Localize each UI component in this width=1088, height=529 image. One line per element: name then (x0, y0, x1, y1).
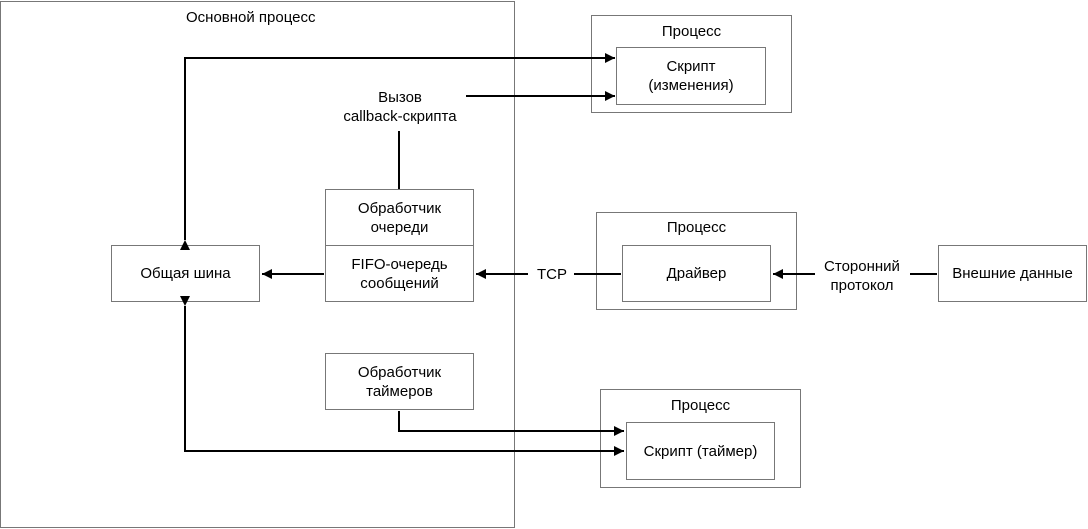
script-changes-line2: (изменения) (648, 77, 734, 94)
tcp-label: TCP (537, 266, 567, 283)
third-party-line1: Сторонний (824, 258, 900, 275)
script-timer-label: Скрипт (таймер) (643, 442, 758, 460)
third-party-protocol-label: Сторонний протокол (812, 257, 912, 295)
main-process-title: Основной процесс (186, 9, 316, 26)
script-changes-line1: Скрипт (666, 58, 716, 75)
external-data-label: Внешние данные (952, 265, 1073, 282)
process-mid-title: Процесс (666, 219, 727, 236)
process-top-title: Процесс (661, 23, 722, 40)
arrow-bus-to-script-timer (180, 296, 624, 456)
common-bus-box: Общая шина (111, 245, 260, 302)
fifo-queue-line2: сообщений (360, 274, 439, 292)
arrow-timer-handler-to-script-timer (398, 411, 624, 436)
script-changes-box: Скрипт (изменения) (616, 47, 766, 105)
arrow-bus-to-script-changes (180, 53, 615, 250)
fifo-queue-box: FIFO-очередь сообщений (325, 245, 474, 302)
third-party-line2: протокол (830, 277, 894, 294)
script-timer-box: Скрипт (таймер) (626, 422, 775, 480)
fifo-queue-line1: FIFO-очередь (351, 255, 448, 273)
external-data-box: Внешние данные (938, 245, 1087, 302)
driver-box: Драйвер (622, 245, 771, 302)
process-bottom-title: Процесс (670, 397, 731, 414)
common-bus-label: Общая шина (140, 265, 231, 282)
driver-label: Драйвер (666, 265, 727, 282)
